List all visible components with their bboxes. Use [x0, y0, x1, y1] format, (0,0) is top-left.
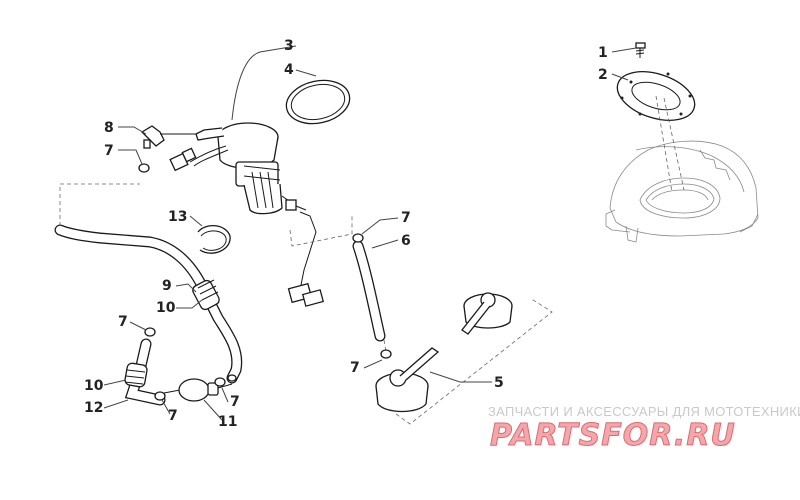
callout-4: 4 — [284, 62, 294, 78]
pickup-valve-assembly-part — [375, 292, 553, 425]
callout-10: 10 — [84, 378, 104, 394]
retaining-clip-part — [197, 225, 231, 254]
fuel-filter-part — [163, 378, 233, 402]
return-hose-part — [289, 214, 387, 353]
callout-7: 7 — [230, 394, 240, 410]
callout-7: 7 — [350, 360, 360, 376]
callout-11: 11 — [218, 414, 237, 430]
callout-10: 10 — [156, 300, 176, 316]
callout-9: 9 — [162, 278, 172, 294]
short-hose-part — [124, 338, 166, 406]
callout-7: 7 — [401, 210, 411, 226]
callout-5: 5 — [494, 375, 504, 391]
callout-3: 3 — [284, 38, 294, 54]
elbow-fitting-part — [140, 125, 196, 149]
fuel-pump-assembly-part — [169, 122, 325, 307]
watermark-logo-text: PARTSFOR.RU — [490, 418, 736, 451]
o-ring-part — [285, 79, 351, 125]
callout-2: 2 — [598, 67, 608, 83]
screw-part — [635, 42, 646, 58]
watermark-tagline: ЗАПЧАСТИ И АКСЕССУАРЫ ДЛЯ МОТОТЕХНИКИ — [488, 404, 800, 419]
callout-7: 7 — [168, 408, 178, 424]
fuel-line-hose-part — [54, 183, 243, 384]
callout-13: 13 — [168, 209, 187, 225]
callout-8: 8 — [104, 120, 114, 136]
callout-12: 12 — [84, 400, 103, 416]
callout-7: 7 — [104, 143, 114, 159]
fuel-tank-outline — [605, 140, 759, 243]
leader-lines — [103, 45, 637, 421]
callout-1: 1 — [598, 45, 608, 61]
gasket-ring-part — [616, 71, 696, 193]
callout-labels: 1 2 3 4 5 6 7 7 7 7 7 7 7 8 9 10 10 11 1… — [84, 38, 608, 430]
callout-6: 6 — [401, 233, 411, 249]
hose-clamp-parts — [138, 163, 392, 401]
callout-7: 7 — [118, 314, 128, 330]
watermark-logo: PARTSFOR.RU — [490, 418, 736, 452]
